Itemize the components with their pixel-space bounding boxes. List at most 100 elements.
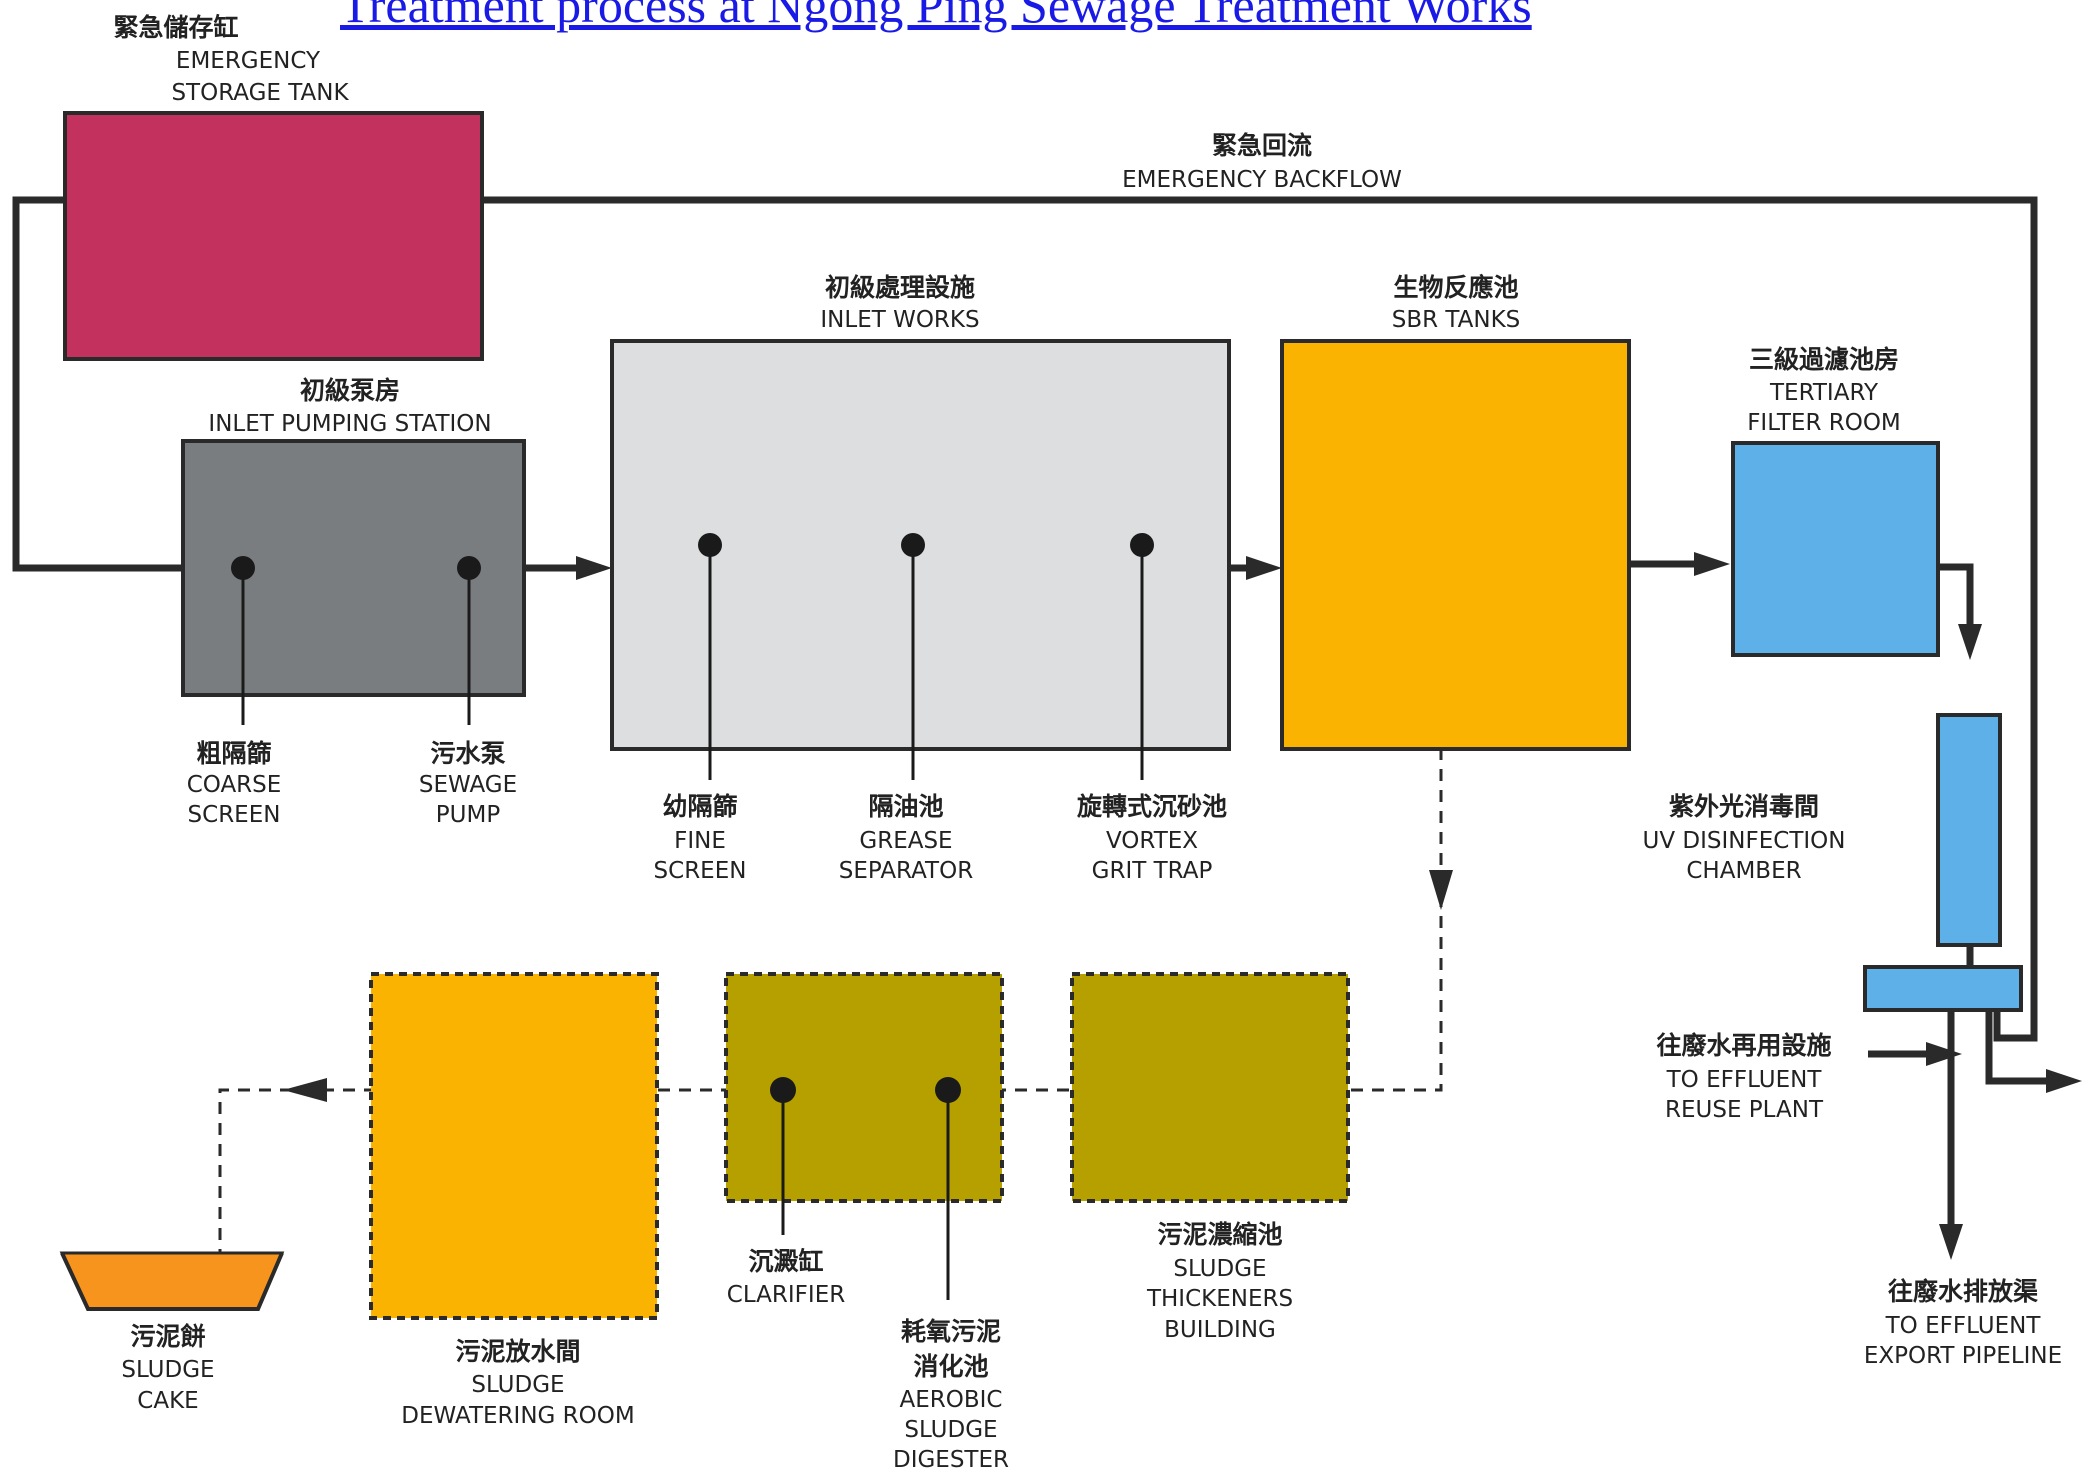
sbr-tanks <box>1280 339 1631 751</box>
inlet-pumping-label: 初級泵房 INLET PUMPING STATION <box>208 376 491 437</box>
tertiary-filter-label: 三級過濾池房 TERTIARY FILTER ROOM <box>1747 345 1901 436</box>
sbr-tanks-label: 生物反應池 SBR TANKS <box>1392 273 1521 333</box>
svg-text:旋轉式沉砂池: 旋轉式沉砂池 <box>1077 792 1227 821</box>
sludge-cake-label: 污泥餅 SLUDGE CAKE <box>121 1322 214 1414</box>
arrow-export <box>1939 1224 1963 1260</box>
svg-text:幼隔篩: 幼隔篩 <box>662 792 737 821</box>
fine-screen-label: 幼隔篩 FINE SCREEN <box>654 792 747 884</box>
svg-text:VORTEX: VORTEX <box>1106 828 1198 854</box>
svg-text:DIGESTER: DIGESTER <box>893 1447 1009 1472</box>
svg-text:SLUDGE: SLUDGE <box>1173 1256 1266 1282</box>
svg-text:THICKENERS: THICKENERS <box>1146 1286 1293 1312</box>
arrow-outlet-right <box>2046 1069 2082 1093</box>
fine-screen-dot <box>698 533 722 557</box>
emergency-backflow-pipe <box>482 196 2038 1042</box>
clarifier-dot <box>770 1077 796 1103</box>
svg-text:CAKE: CAKE <box>137 1388 198 1414</box>
svg-text:初級泵房: 初級泵房 <box>300 376 400 405</box>
svg-text:CLARIFIER: CLARIFIER <box>727 1282 845 1308</box>
arrow-inlet-to-sbr <box>1246 556 1282 580</box>
vortex-grit-trap-dot <box>1130 533 1154 557</box>
svg-text:EMERGENCY: EMERGENCY <box>176 48 321 74</box>
svg-text:BUILDING: BUILDING <box>1164 1317 1276 1343</box>
pipe-outlet-right <box>1985 1010 2050 1085</box>
svg-text:GRIT TRAP: GRIT TRAP <box>1092 858 1213 884</box>
vortex-grit-trap-label: 旋轉式沉砂池 VORTEX GRIT TRAP <box>1077 792 1227 884</box>
svg-text:SLUDGE: SLUDGE <box>904 1417 997 1443</box>
uv-disinfection-header <box>1863 965 2023 1012</box>
sludge-cake-tray <box>59 1251 285 1311</box>
sewage-pump-dot <box>457 556 481 580</box>
svg-text:UV DISINFECTION: UV DISINFECTION <box>1643 828 1846 854</box>
svg-text:往廢水再用設施: 往廢水再用設施 <box>1656 1031 1831 1060</box>
sludge-thickeners-label: 污泥濃縮池 SLUDGE THICKENERS BUILDING <box>1146 1220 1293 1343</box>
svg-text:污泥放水間: 污泥放水間 <box>455 1337 580 1366</box>
uv-disinfection-column <box>1936 713 2002 947</box>
tertiary-filter-room <box>1731 441 1940 657</box>
grease-separator-dot <box>901 533 925 557</box>
sludge-thickeners-building <box>1070 972 1350 1203</box>
inlet-works-label: 初級處理設施 INLET WORKS <box>820 273 979 333</box>
svg-text:PUMP: PUMP <box>436 802 501 828</box>
emergency-storage-tank <box>63 111 484 361</box>
svg-text:TO EFFLUENT: TO EFFLUENT <box>1666 1067 1823 1093</box>
arrow-sludge-down <box>1429 870 1453 910</box>
sludge-dewatering-room <box>369 972 659 1320</box>
svg-text:SBR TANKS: SBR TANKS <box>1392 307 1521 333</box>
svg-text:沉澱缸: 沉澱缸 <box>748 1247 823 1276</box>
svg-text:SCREEN: SCREEN <box>654 858 747 884</box>
svg-text:EMERGENCY BACKFLOW: EMERGENCY BACKFLOW <box>1122 167 1402 193</box>
export-pipeline-label: 往廢水排放渠 TO EFFLUENT EXPORT PIPELINE <box>1864 1277 2062 1369</box>
emergency-storage-label: 緊急儲存缸 EMERGENCY STORAGE TANK <box>113 13 349 106</box>
arrow-reuse <box>1926 1042 1962 1066</box>
svg-text:REUSE PLANT: REUSE PLANT <box>1665 1097 1824 1123</box>
svg-text:FINE: FINE <box>674 828 726 854</box>
svg-text:TERTIARY: TERTIARY <box>1769 380 1879 406</box>
emergency-backflow-label: 緊急回流 EMERGENCY BACKFLOW <box>1122 131 1402 193</box>
svg-text:SEWAGE: SEWAGE <box>419 772 517 798</box>
svg-text:AEROBIC: AEROBIC <box>900 1387 1003 1413</box>
svg-text:TO EFFLUENT: TO EFFLUENT <box>1885 1313 2042 1339</box>
svg-text:EXPORT PIPELINE: EXPORT PIPELINE <box>1864 1343 2062 1369</box>
arrow-sludge-left <box>283 1078 327 1102</box>
reuse-plant-label: 往廢水再用設施 TO EFFLUENT REUSE PLANT <box>1656 1031 1831 1123</box>
clarifier-label: 沉澱缸 CLARIFIER <box>727 1247 845 1308</box>
svg-text:三級過濾池房: 三級過濾池房 <box>1749 345 1899 374</box>
svg-text:污水泵: 污水泵 <box>430 739 505 768</box>
digester-dot <box>935 1077 961 1103</box>
svg-text:隔油池: 隔油池 <box>868 792 943 821</box>
svg-text:FILTER ROOM: FILTER ROOM <box>1747 410 1901 436</box>
aerobic-digester-label: 耗氧污泥 消化池 AEROBIC SLUDGE DIGESTER <box>893 1317 1009 1472</box>
svg-text:污泥餅: 污泥餅 <box>130 1322 205 1351</box>
svg-text:SLUDGE: SLUDGE <box>121 1357 214 1383</box>
coarse-screen-label: 粗隔篩 COARSE SCREEN <box>187 739 282 828</box>
svg-text:GREASE: GREASE <box>859 828 952 854</box>
arrow-pumping-to-inlet <box>576 556 612 580</box>
svg-text:CHAMBER: CHAMBER <box>1686 858 1801 884</box>
svg-text:SEPARATOR: SEPARATOR <box>839 858 973 884</box>
svg-text:STORAGE TANK: STORAGE TANK <box>171 80 349 106</box>
pipe-tertiary-to-uv <box>1938 563 1974 630</box>
sewage-pump-label: 污水泵 SEWAGE PUMP <box>419 739 517 828</box>
svg-text:往廢水排放渠: 往廢水排放渠 <box>1888 1277 2038 1306</box>
diagram-title: Treatment process at Ngong Ping Sewage T… <box>340 0 1532 33</box>
storage-return-pipe <box>12 196 183 572</box>
svg-text:紫外光消毒間: 紫外光消毒間 <box>1669 792 1819 821</box>
svg-text:INLET WORKS: INLET WORKS <box>820 307 979 333</box>
svg-text:消化池: 消化池 <box>913 1352 988 1381</box>
sludge-dewatering-label: 污泥放水間 SLUDGE DEWATERING ROOM <box>401 1337 634 1429</box>
svg-text:緊急儲存缸: 緊急儲存缸 <box>113 13 238 42</box>
svg-text:污泥濃縮池: 污泥濃縮池 <box>1157 1220 1282 1249</box>
svg-text:INLET PUMPING STATION: INLET PUMPING STATION <box>208 411 491 437</box>
svg-text:耗氧污泥: 耗氧污泥 <box>901 1317 1001 1346</box>
svg-text:粗隔篩: 粗隔篩 <box>196 739 271 768</box>
arrow-sbr-to-tertiary <box>1694 552 1730 576</box>
svg-text:DEWATERING ROOM: DEWATERING ROOM <box>401 1403 634 1429</box>
svg-text:初級處理設施: 初級處理設施 <box>825 273 975 302</box>
arrow-tertiary-to-uv <box>1958 624 1982 660</box>
sludge-cake-tray-rim <box>60 1252 284 1311</box>
coarse-screen-dot <box>231 556 255 580</box>
svg-text:緊急回流: 緊急回流 <box>1212 131 1312 160</box>
uv-disinfection-label: 紫外光消毒間 UV DISINFECTION CHAMBER <box>1643 792 1846 884</box>
